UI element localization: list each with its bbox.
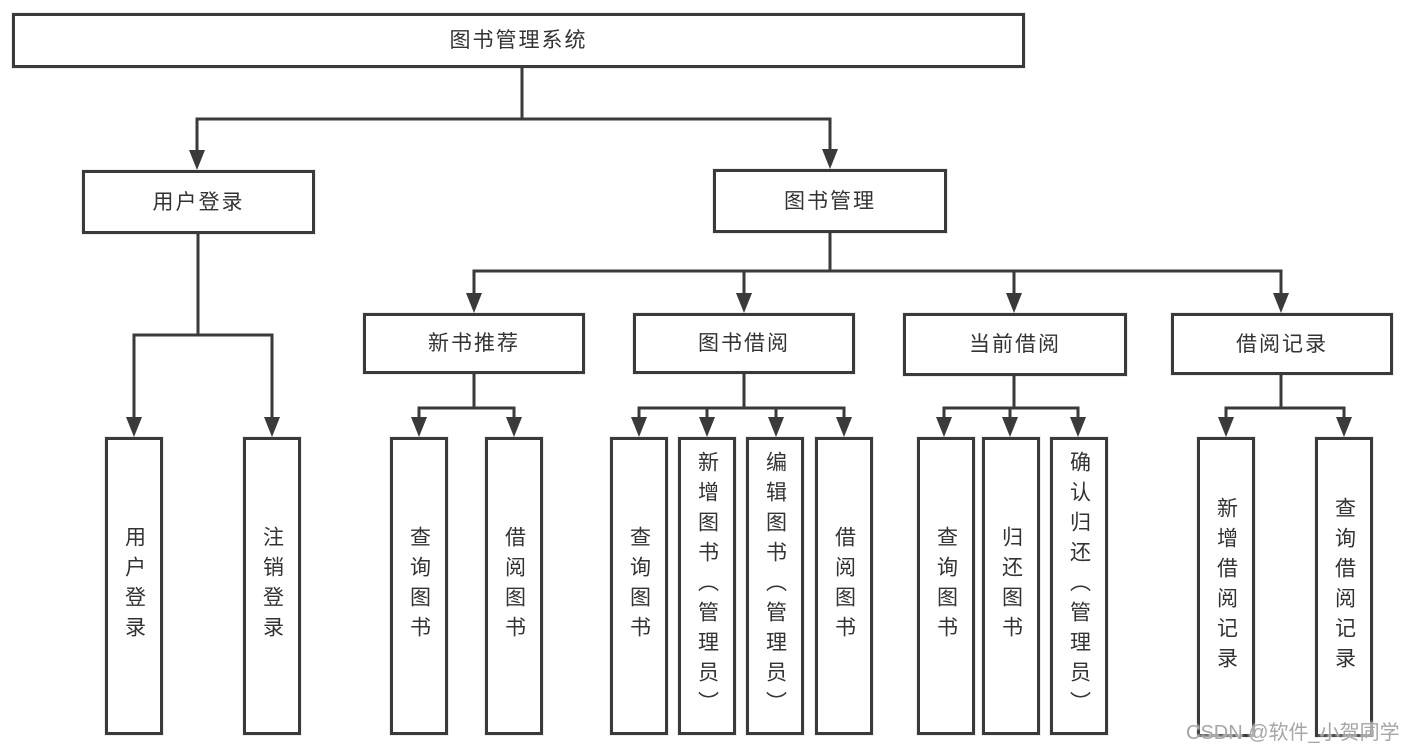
leaf-user-login: 用户登录 xyxy=(105,437,163,735)
connector-book-management-children xyxy=(472,231,1283,298)
arrowhead xyxy=(936,417,952,437)
leaf-label: 查询图书 xyxy=(627,526,651,646)
leaf-borrow-books-recommend: 借阅图书 xyxy=(485,437,543,735)
leaf-label: 用户登录 xyxy=(122,526,146,646)
leaf-label: 查询图书 xyxy=(407,526,431,646)
connector-root-to-level2 xyxy=(195,66,832,155)
arrowhead xyxy=(264,417,280,437)
leaf-query-books-borrow: 查询图书 xyxy=(610,437,668,735)
arrowhead xyxy=(768,417,784,437)
arrowhead xyxy=(1218,417,1234,437)
arrowhead xyxy=(506,417,522,437)
node-library-management-system: 图书管理系统 xyxy=(12,13,1025,68)
leaf-logout-login: 注销登录 xyxy=(243,437,301,735)
leaf-query-books-recommend: 查询图书 xyxy=(390,437,448,735)
leaf-edit-books-admin: 编辑图书（管理员） xyxy=(746,437,804,735)
arrowhead xyxy=(736,293,752,313)
node-new-book-recommend: 新书推荐 xyxy=(363,313,585,374)
leaf-label: 借阅图书 xyxy=(832,526,856,646)
arrowhead xyxy=(822,149,838,169)
arrowhead xyxy=(699,417,715,437)
arrowhead xyxy=(411,417,427,437)
arrowhead xyxy=(836,417,852,437)
leaf-add-books-admin: 新增图书（管理员） xyxy=(678,437,736,735)
leaf-add-borrow-record: 新增借阅记录 xyxy=(1197,437,1255,737)
node-label: 借阅记录 xyxy=(1236,332,1328,356)
node-label: 当前借阅 xyxy=(969,333,1061,356)
arrowhead xyxy=(189,150,205,170)
connector-user-login-children xyxy=(132,232,274,422)
leaf-label: 查询图书 xyxy=(934,526,958,646)
leaf-label: 查询借阅记录 xyxy=(1332,497,1356,677)
node-user-login: 用户登录 xyxy=(82,170,315,234)
node-label: 图书管理系统 xyxy=(449,29,588,52)
node-label: 图书借阅 xyxy=(698,332,790,355)
connector-current-borrow-children xyxy=(942,374,1080,422)
leaf-label: 新增图书（管理员） xyxy=(695,451,719,721)
node-book-management: 图书管理 xyxy=(713,169,947,233)
arrowhead xyxy=(1070,417,1086,437)
leaf-label: 借阅图书 xyxy=(502,526,526,646)
leaf-confirm-return-admin: 确认归还（管理员） xyxy=(1050,437,1108,735)
leaf-label: 注销登录 xyxy=(260,526,284,646)
arrowhead xyxy=(466,293,482,313)
node-book-borrow: 图书借阅 xyxy=(633,313,855,374)
leaf-query-borrow-record: 查询借阅记录 xyxy=(1315,437,1373,737)
arrowheads xyxy=(126,149,1352,437)
node-borrow-records: 借阅记录 xyxy=(1171,313,1393,375)
node-label: 新书推荐 xyxy=(428,332,520,355)
leaf-query-books-current: 查询图书 xyxy=(917,437,975,735)
leaf-return-books: 归还图书 xyxy=(982,437,1040,735)
leaf-label: 确认归还（管理员） xyxy=(1067,451,1091,721)
arrowhead xyxy=(1273,293,1289,313)
leaf-label: 编辑图书（管理员） xyxy=(763,451,787,721)
leaf-borrow-books: 借阅图书 xyxy=(815,437,873,735)
node-label: 用户登录 xyxy=(152,190,245,214)
arrowhead xyxy=(1006,293,1022,313)
arrowhead xyxy=(126,417,142,437)
node-current-borrow: 当前借阅 xyxy=(903,313,1127,376)
connector-borrow-records-children xyxy=(1224,373,1346,422)
arrowhead xyxy=(1002,417,1018,437)
connector-book-borrow-children xyxy=(637,372,846,422)
arrowhead xyxy=(1336,417,1352,437)
leaf-label: 归还图书 xyxy=(999,526,1023,646)
connector-new-book-recommend-children xyxy=(417,372,516,422)
node-label: 图书管理 xyxy=(784,189,876,213)
leaf-label: 新增借阅记录 xyxy=(1214,497,1238,677)
watermark-text: CSDN @软件_小贺同学 xyxy=(1186,722,1400,744)
arrowhead xyxy=(631,417,647,437)
